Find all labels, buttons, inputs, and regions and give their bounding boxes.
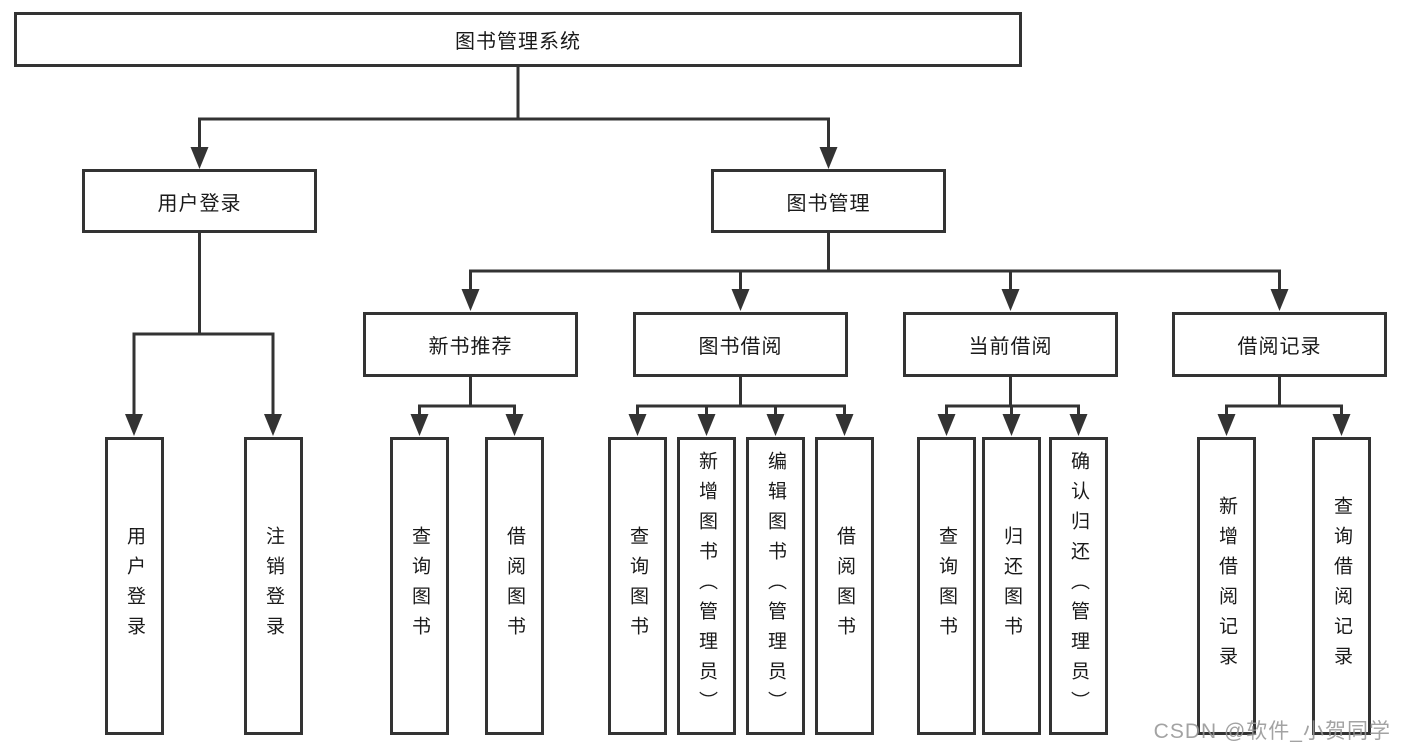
leaf-bb-add-books: 新增图书（管理员） [677,437,736,735]
node-new-book-rec: 新书推荐 [363,312,578,377]
leaf-cb-query-books: 查询图书 [917,437,976,735]
leaf-logout-label: 注销登录 [263,526,284,646]
leaf-nbr-borrow-books-label: 借阅图书 [504,526,525,646]
node-book-mgmt-label: 图书管理 [786,192,871,215]
leaf-bb-edit-books: 编辑图书（管理员） [746,437,805,735]
leaf-user-login: 用户登录 [105,437,164,735]
node-borrow-record-label: 借阅记录 [1237,336,1322,358]
connector-borrow-record-to-leaves [1225,376,1343,418]
leaf-bb-borrow-books: 借阅图书 [815,437,874,735]
node-root-label: 图书管理系统 [455,31,581,53]
node-root: 图书管理系统 [14,12,1022,67]
leaf-br-add-record-label: 新增借阅记录 [1216,496,1237,676]
node-borrow-record: 借阅记录 [1172,312,1387,377]
leaf-cb-confirm-return: 确认归还（管理员） [1049,437,1108,735]
leaf-bb-query-books: 查询图书 [608,437,667,735]
connector-user-login-to-leaves [132,232,275,417]
leaf-bb-add-books-label: 新增图书（管理员） [696,451,717,721]
connector-book-borrow-to-leaves [636,376,846,418]
csdn-watermark: CSDN @软件_小贺同学 [1153,720,1391,743]
node-book-mgmt: 图书管理 [711,169,946,233]
leaf-br-query-record: 查询借阅记录 [1312,437,1371,735]
node-user-login: 用户登录 [82,169,317,233]
leaf-logout: 注销登录 [244,437,303,735]
leaf-bb-borrow-books-label: 借阅图书 [834,526,855,646]
leaf-nbr-query-books-label: 查询图书 [409,526,430,646]
leaf-cb-query-books-label: 查询图书 [936,526,957,646]
connector-new-book-rec-to-leaves [418,376,516,418]
node-book-borrow-label: 图书借阅 [698,336,783,358]
leaf-cb-return-books: 归还图书 [982,437,1041,735]
leaf-br-query-record-label: 查询借阅记录 [1331,496,1352,676]
leaf-br-add-record: 新增借阅记录 [1197,437,1256,735]
node-current-borrow: 当前借阅 [903,312,1118,377]
leaf-nbr-borrow-books: 借阅图书 [485,437,544,735]
connector-current-borrow-to-leaves [945,376,1080,418]
node-current-borrow-label: 当前借阅 [968,336,1053,358]
node-book-borrow: 图书借阅 [633,312,848,377]
leaf-cb-confirm-return-label: 确认归还（管理员） [1068,451,1089,721]
leaf-user-login-label: 用户登录 [124,526,145,646]
leaf-bb-query-books-label: 查询图书 [627,526,648,646]
connector-root-to-level2 [198,66,830,150]
connector-book-mgmt-to-level3 [469,232,1281,292]
node-new-book-rec-label: 新书推荐 [428,336,513,358]
node-user-login-label: 用户登录 [157,192,242,215]
leaf-cb-return-books-label: 归还图书 [1001,526,1022,646]
leaf-nbr-query-books: 查询图书 [390,437,449,735]
leaf-bb-edit-books-label: 编辑图书（管理员） [765,451,786,721]
